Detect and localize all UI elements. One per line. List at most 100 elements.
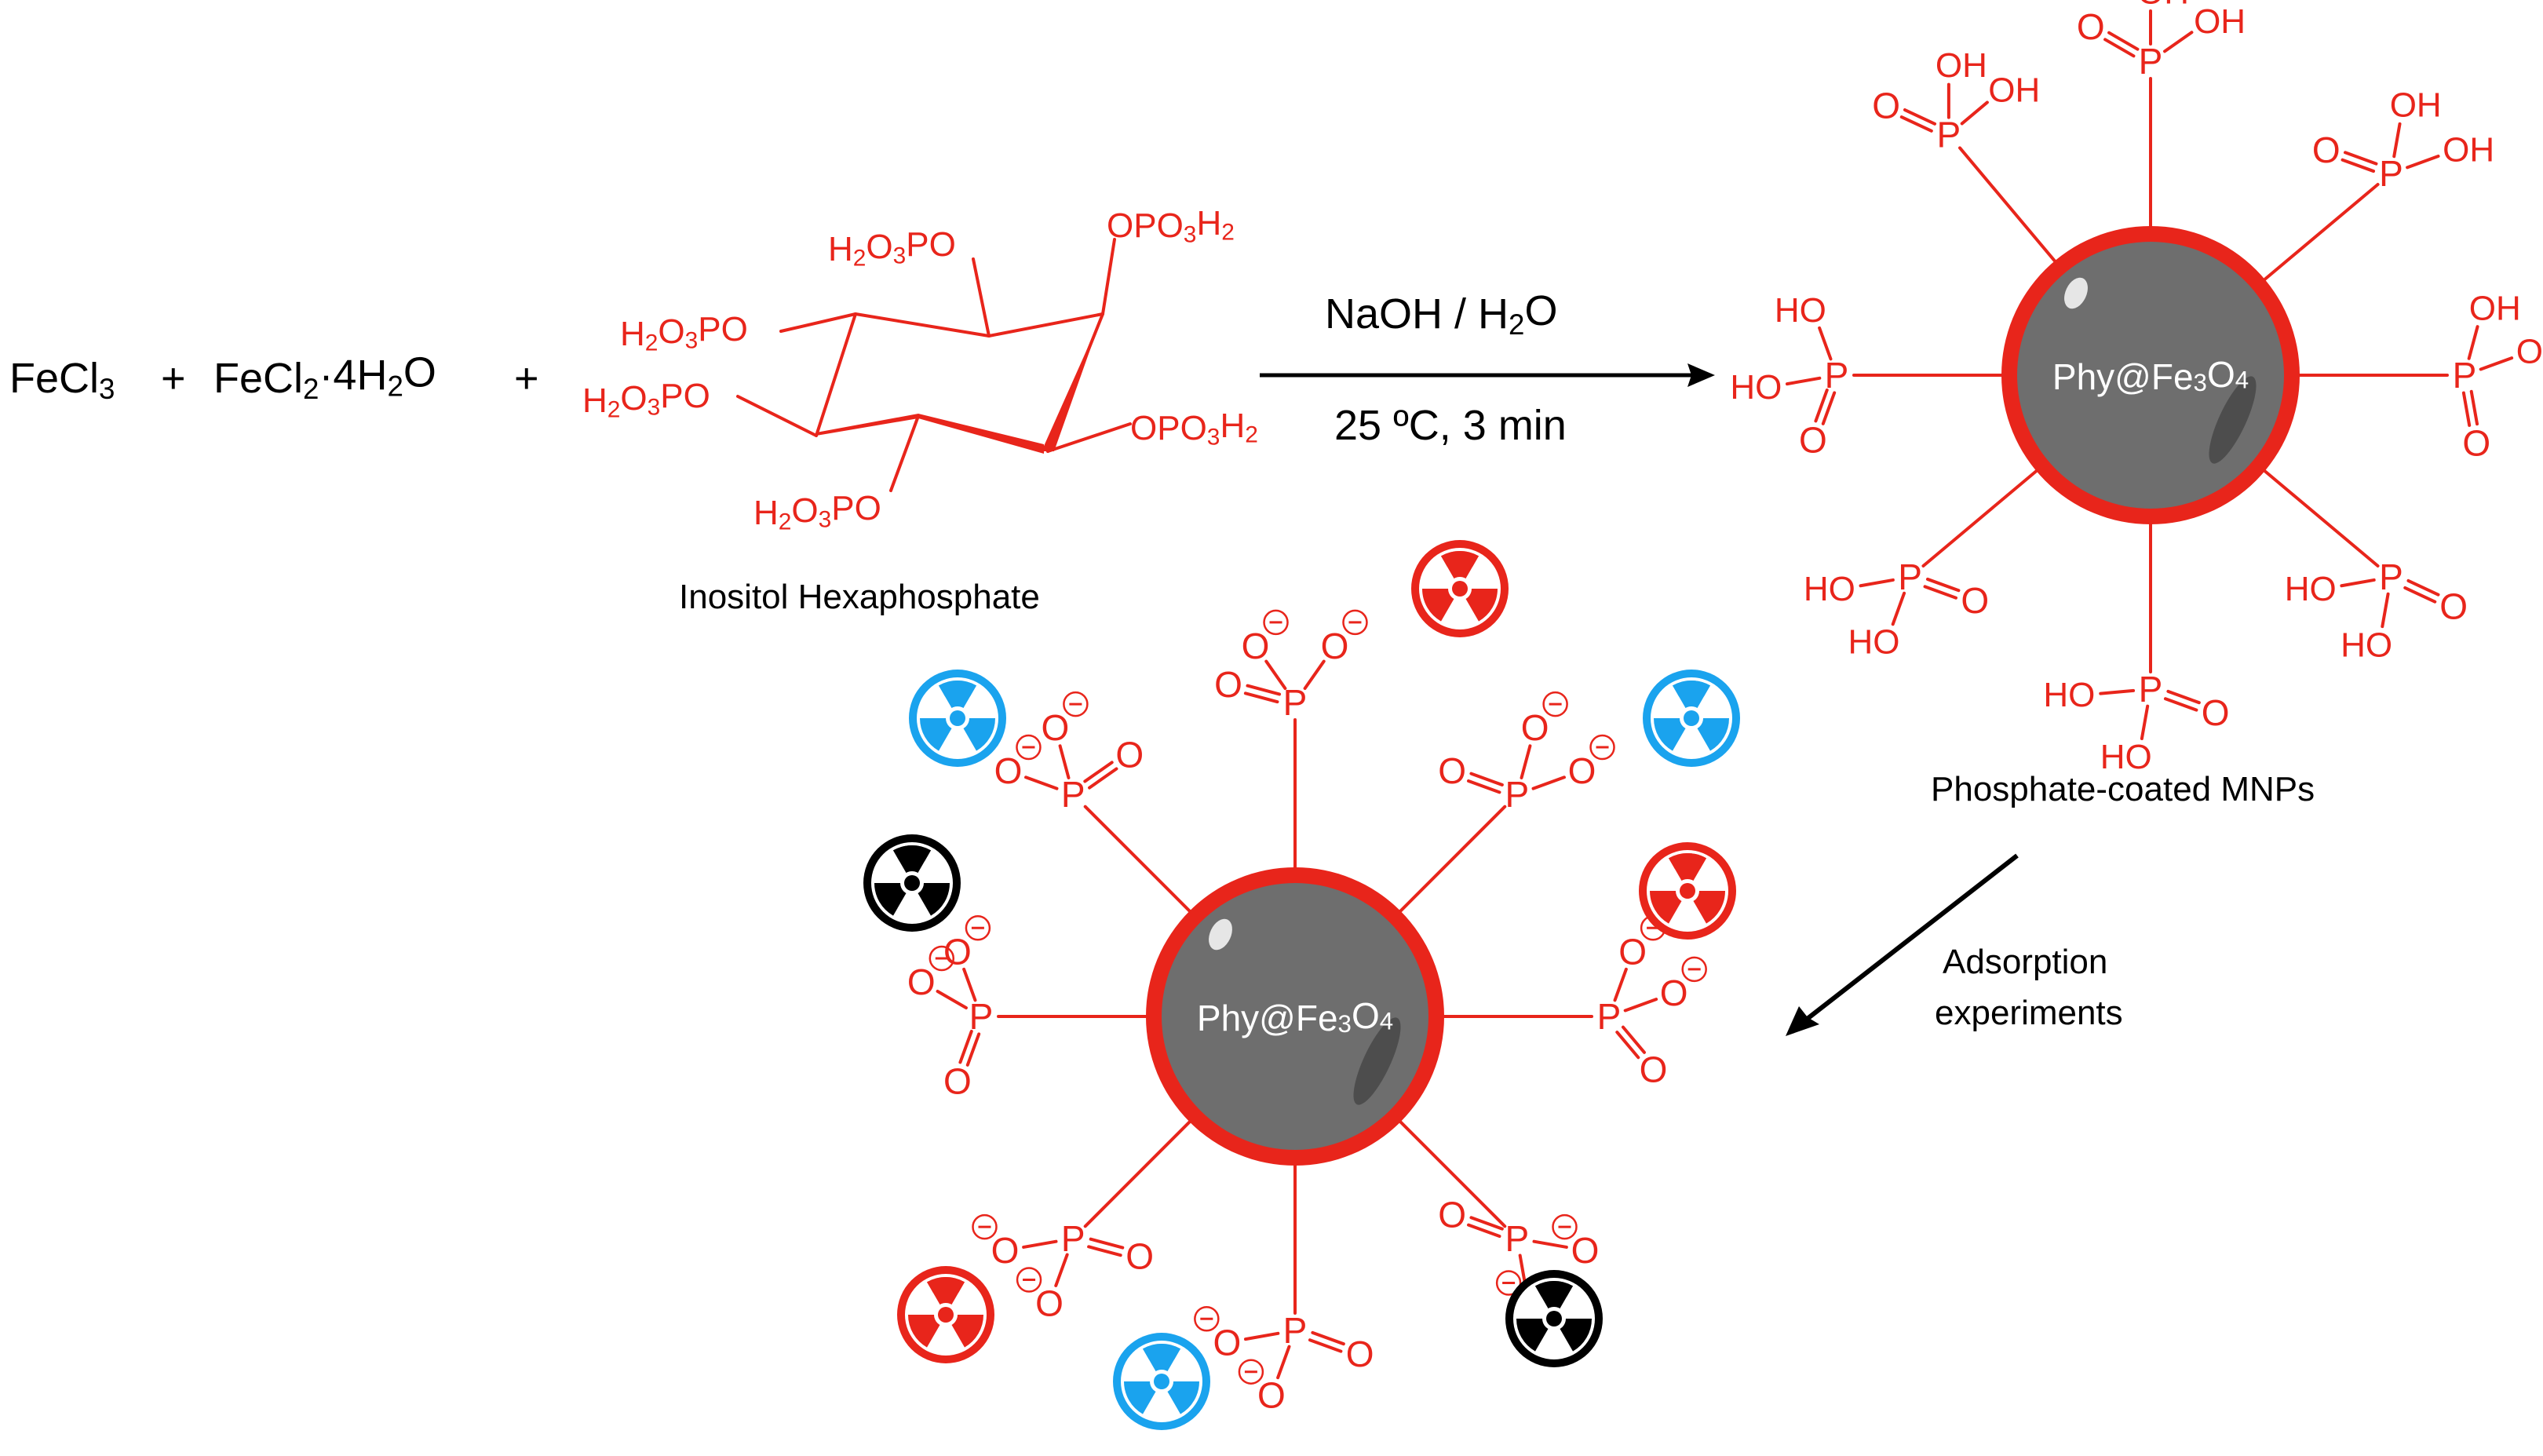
bond (1243, 1331, 1280, 1341)
adsorption-label-line1: Adsorption (1943, 943, 2107, 981)
negative-charge (929, 945, 955, 972)
bond (2479, 356, 2514, 371)
deprotonated-nanoparticle: Phy@Fe3​O4​POOOPOOOPOOOPOOOPOOOPOOOPOOOP… (907, 609, 1707, 1416)
negative-charge (1542, 691, 1568, 717)
phosphorus-atom: P (1061, 1218, 1085, 1259)
shadow (2209, 376, 2257, 464)
highlight (2064, 277, 2088, 309)
radiation-icon (1113, 1333, 1210, 1430)
bond (962, 967, 977, 1002)
oxygen-atom: O (1618, 931, 1647, 972)
conditions-label: 25 ºC, 3 min (1334, 402, 1567, 449)
bond (1308, 1338, 1343, 1353)
bond (1531, 775, 1566, 790)
bond (2140, 704, 2150, 741)
particle-label: Phy@Fe3​O4​ (2052, 354, 2249, 397)
wedge-bond (1042, 314, 1103, 451)
bond (1814, 388, 1829, 423)
bond (2340, 578, 2376, 588)
radiation-icon (1639, 842, 1736, 940)
oxygen-atom: O (1961, 580, 1989, 621)
negative-charge (1263, 609, 1289, 636)
bond (1303, 659, 1326, 690)
phosphorus-atom: P (1597, 996, 1622, 1037)
hydroxyl-group: HO (1775, 291, 1826, 330)
oxygen-atom: O (2077, 6, 2105, 47)
bond (1821, 391, 1837, 425)
bond (2381, 592, 2390, 629)
radiation-icon (897, 1266, 994, 1363)
radiation-icon (1505, 1270, 1603, 1367)
bond (1264, 659, 1287, 690)
bond (1532, 1239, 1568, 1249)
oxygen-atom: O (2439, 586, 2468, 626)
bond (1022, 1239, 1058, 1249)
bond (1818, 326, 1833, 361)
oxygen-atom: O (1242, 626, 1270, 666)
reactants: FeCl3​ + FeCl2​·4H2​O + (9, 348, 539, 405)
bond (2263, 469, 2380, 567)
bond (1923, 585, 1958, 600)
wedge-bond (816, 414, 1044, 454)
hydroxyl-group: OH (1936, 46, 1987, 85)
bond (1859, 578, 1895, 588)
bond (1903, 108, 1937, 126)
bond (2403, 586, 2437, 604)
phosphorus-atom: P (1505, 1218, 1529, 1259)
negative-charge (972, 1213, 998, 1240)
hydroxyl-group: HO (2043, 676, 2095, 714)
negative-charge (1016, 1267, 1042, 1293)
phosphate-coated-nanoparticle: Phy@Fe3​O4​POHOHOPOHOHOPOHOHOPOHOHOPHOHO… (1730, 0, 2543, 776)
bond (1246, 684, 1282, 696)
bond (1054, 1253, 1069, 1287)
bond (1083, 1120, 1191, 1228)
radiation-icon (909, 670, 1006, 767)
oxygen-atom: O (1035, 1283, 1064, 1324)
phosphorus-atom: P (1937, 115, 1961, 155)
bond (1925, 577, 1961, 593)
negative-charge (965, 915, 991, 941)
bond (2406, 154, 2440, 170)
negative-charge (1681, 956, 1707, 983)
bond (1613, 967, 1628, 1002)
oxygen-atom: O (2312, 130, 2341, 170)
plus-sign: + (514, 355, 539, 402)
negative-charge (1063, 691, 1089, 717)
bond (1399, 805, 1507, 913)
bond (936, 990, 968, 1009)
bond (2163, 697, 2198, 712)
substituent-label: H2​O3​PO (582, 377, 710, 423)
phosphorus-atom: P (1825, 355, 1849, 396)
substituent-label: H2​O3​PO (828, 225, 956, 272)
oxygen-atom: O (2202, 692, 2230, 733)
substituent-label: H2​O3​PO (753, 489, 881, 535)
reaction-arrow: NaOH / H2​O 25 ºC, 3 min (1260, 287, 1715, 449)
product-caption: Phosphate-coated MNPs (1931, 770, 2315, 808)
bond (1276, 1345, 1291, 1380)
negative-charge (1552, 1213, 1578, 1240)
oxygen-atom: O (1438, 750, 1466, 791)
phosphorus-atom: P (1061, 774, 1085, 815)
bond (1311, 1330, 1345, 1346)
phosphorus-atom: P (1898, 556, 1922, 597)
inositol-hexaphosphate-structure: H2​O3​PO OPO3​H2​ H2​O3​PO H2​O3​PO OPO3… (582, 204, 1258, 616)
oxygen-atom: O (943, 931, 972, 972)
oxygen-atom: O (1799, 420, 1827, 461)
bond (2343, 151, 2378, 166)
oxygen-atom: O (1346, 1334, 1374, 1374)
oxygen-atom: O (1115, 735, 1144, 775)
bond (2166, 689, 2201, 705)
bond (1921, 469, 2038, 567)
compound-name: Inositol Hexaphosphate (679, 578, 1040, 616)
highlight (1209, 918, 1232, 951)
bond (1520, 744, 1532, 779)
